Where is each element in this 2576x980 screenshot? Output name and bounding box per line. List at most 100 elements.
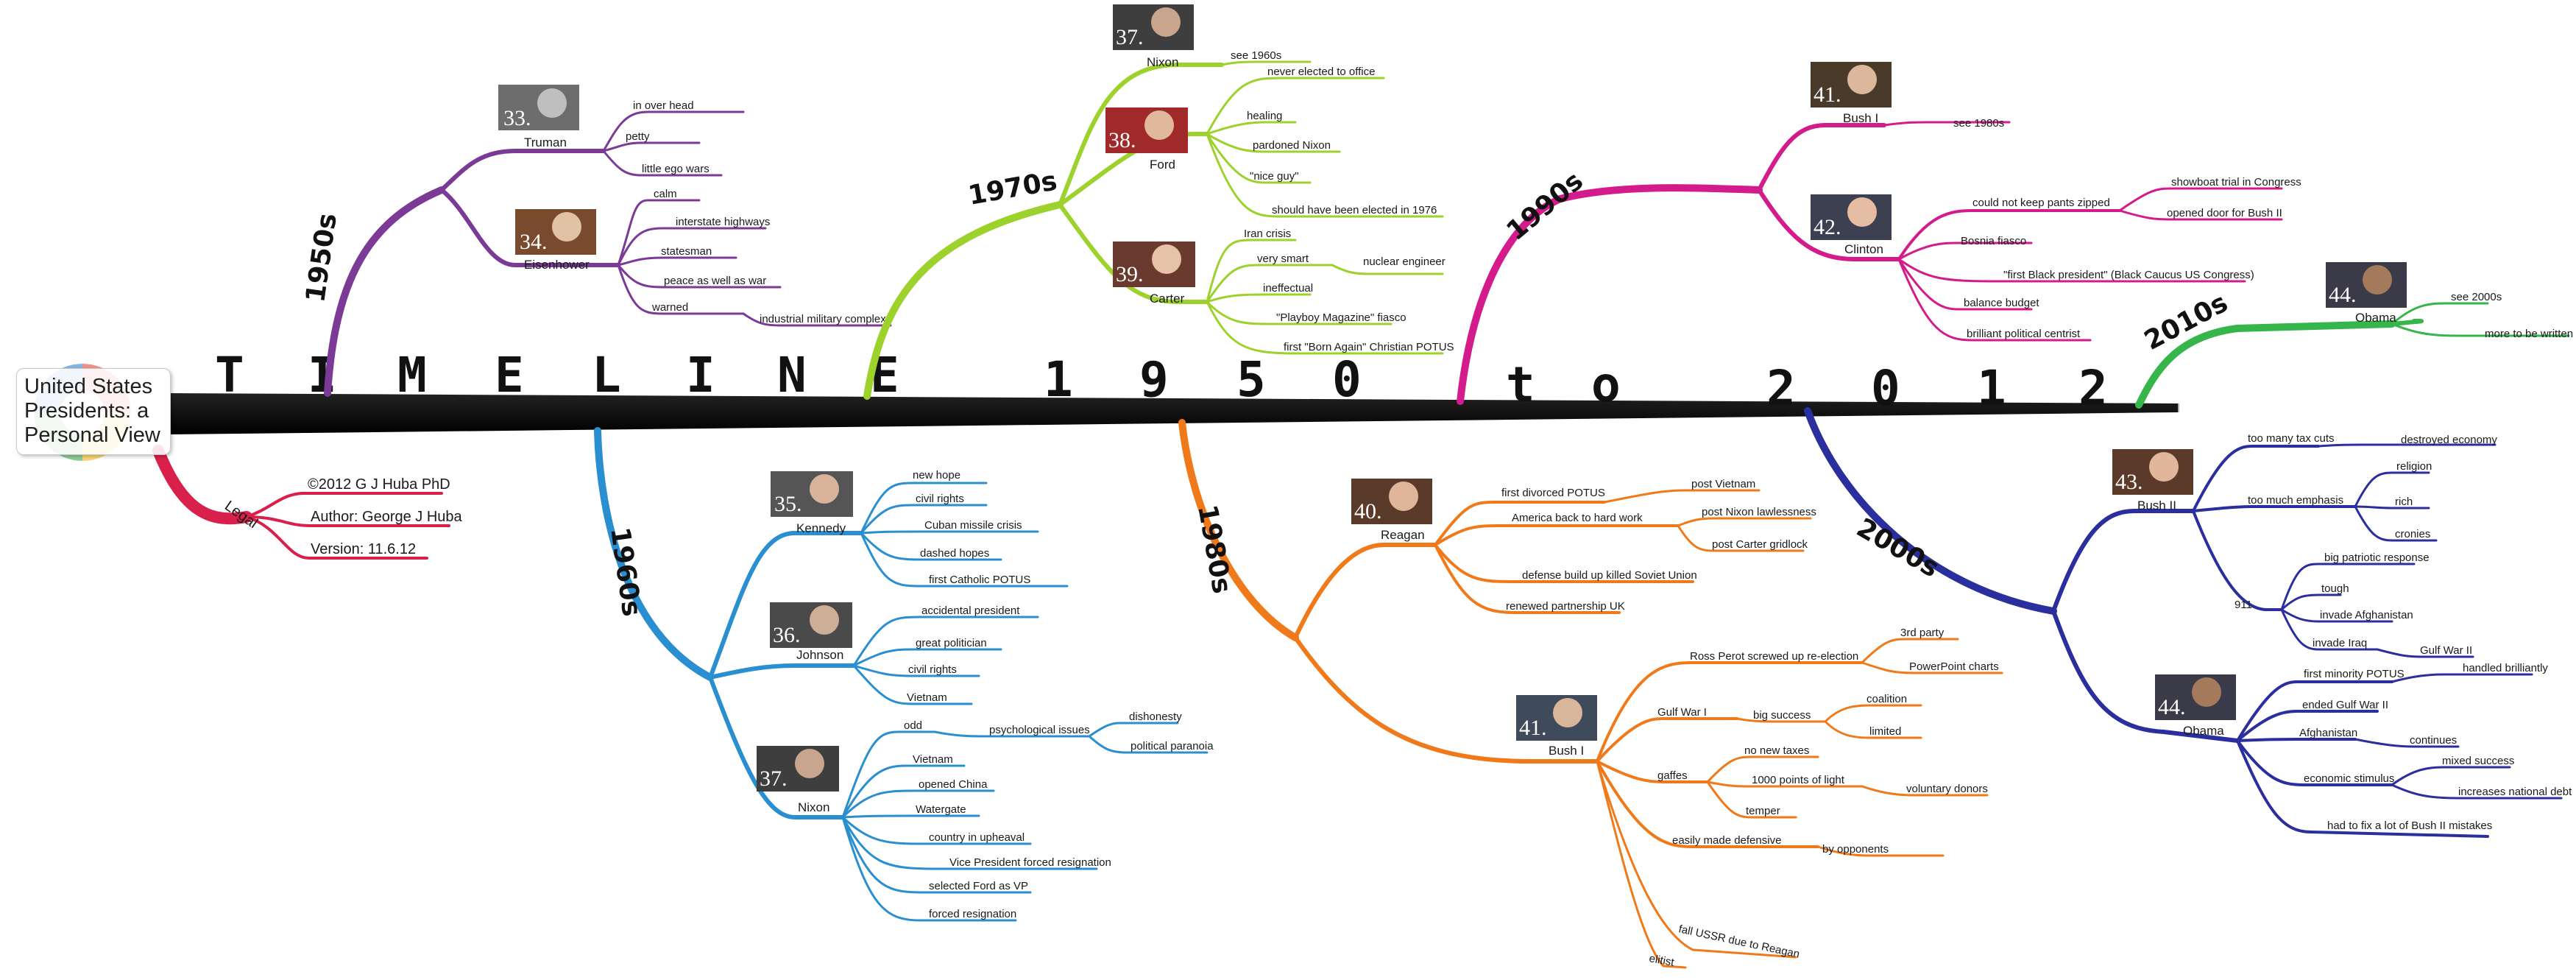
node-text: see 1980s: [1953, 117, 2004, 130]
portrait-number: 43.: [2115, 470, 2143, 494]
node-text: "Playboy Magazine" fiasco: [1276, 311, 1406, 324]
timeline-letter: M: [397, 347, 427, 403]
portrait-number: 34.: [520, 230, 548, 254]
president-name: Obama: [2355, 311, 2396, 325]
node-text: 3rd party: [1900, 627, 1945, 639]
portrait-number: 36.: [773, 623, 801, 647]
node-text: interstate highways: [676, 216, 770, 228]
timeline-letter: 2: [2078, 360, 2108, 417]
node-text: Watergate: [916, 803, 966, 816]
node-text: big patriotic response: [2324, 551, 2430, 564]
portrait-obama-2000s: 44.: [2155, 674, 2236, 720]
node-text: nuclear engineer: [1363, 255, 1446, 268]
president-name: Bush I: [1549, 744, 1584, 758]
president-name: Bush II: [2137, 498, 2176, 512]
node-text: handled brilliantly: [2463, 662, 2548, 674]
central-topic-line: United States: [24, 375, 153, 398]
president-name: Kennedy: [796, 521, 846, 535]
portrait-number: 33.: [503, 106, 531, 130]
node-text: selected Ford as VP: [929, 880, 1028, 892]
node-text: in over head: [633, 99, 694, 112]
timeline-letter: L: [592, 347, 621, 403]
president-name: Eisenhower: [524, 258, 590, 272]
node-text: little ego wars: [642, 163, 710, 175]
legal-author: Author: George J Huba: [311, 509, 463, 525]
node-text: fall USSR due to Reagan: [1677, 923, 1800, 960]
node-text: psychological issues: [989, 724, 1090, 736]
portrait-bush-ii: 43.: [2112, 449, 2193, 495]
branch-1980s: [1178, 419, 2003, 969]
node-text: forced resignation: [929, 908, 1016, 920]
branch-1950s: [324, 110, 892, 397]
node-text: brilliant political centrist: [1967, 328, 2081, 340]
node-text: continues: [2410, 734, 2457, 747]
node-text: peace as well as war: [664, 275, 766, 287]
legal-label: Legal: [222, 498, 261, 532]
node-text: statesman: [661, 245, 712, 258]
node-text: opened China: [919, 778, 988, 791]
central-topic-line: Presidents: a: [24, 399, 149, 423]
timeline-letter: 9: [1139, 351, 1169, 408]
node-text: more to be written: [2485, 328, 2573, 340]
node-text: petty: [626, 130, 650, 143]
timeline-letter: N: [777, 347, 807, 403]
portrait-ford: 38.: [1105, 107, 1188, 153]
node-text: Cuban missile crisis: [924, 519, 1022, 532]
node-text: economic stimulus: [2304, 772, 2394, 785]
node-text: Vietnam: [913, 753, 953, 766]
node-text: balance budget: [1964, 297, 2039, 309]
node-text: tough: [2321, 582, 2349, 595]
portrait-number: 41.: [1519, 716, 1547, 740]
node-text: very smart: [1257, 253, 1309, 265]
decade-label-1960s: 1960s: [604, 526, 647, 618]
node-text: had to fix a lot of Bush II mistakes: [2327, 819, 2492, 832]
timeline-letter: 1: [1044, 351, 1073, 408]
president-name: Carter: [1150, 292, 1185, 306]
node-text: warned: [651, 301, 688, 314]
node-text: first divorced POTUS: [1501, 487, 1605, 499]
portrait-truman: 33.: [498, 85, 579, 130]
node-text: too much emphasis: [2248, 494, 2343, 507]
portrait-number: 39.: [1116, 262, 1144, 286]
node-text: odd: [904, 719, 922, 732]
president-name: Ford: [1150, 158, 1175, 172]
node-text: PowerPoint charts: [1909, 660, 1999, 673]
node-text: could not keep pants zipped: [1972, 197, 2110, 209]
portrait-number: 42.: [1814, 215, 1841, 239]
node-text: voluntary donors: [1906, 783, 1988, 795]
decade-label-1970s: 1970s: [966, 166, 1059, 211]
decade-label-2000s: 2000s: [1852, 512, 1945, 583]
node-text: first Catholic POTUS: [929, 574, 1030, 586]
timeline-bar: [171, 393, 2179, 434]
node-text: Bosnia fiasco: [1961, 235, 2026, 247]
portrait-number: 44.: [2329, 283, 2357, 307]
node-text: cronies: [2395, 528, 2430, 540]
central-topic-line: Personal View: [24, 423, 160, 447]
node-text: first "Born Again" Christian POTUS: [1284, 341, 1454, 353]
decade-label-1980s: 1980s: [1192, 502, 1236, 596]
node-text: religion: [2396, 460, 2432, 473]
node-text: defense build up killed Soviet Union: [1522, 569, 1697, 582]
node-text: America back to hard work: [1512, 512, 1643, 524]
branch-1990s: [1457, 121, 2283, 405]
branch-1960s: [594, 427, 1209, 922]
node-text: Iran crisis: [1244, 228, 1291, 240]
portrait-johnson: 36.: [770, 602, 852, 648]
node-text: Gulf War I: [1657, 706, 1707, 719]
timeline-letter: T: [215, 347, 244, 403]
node-text: first minority POTUS: [2304, 668, 2405, 680]
node-text: see 1960s: [1231, 49, 1281, 62]
node-text: renewed partnership UK: [1506, 600, 1625, 613]
president-name: Truman: [524, 135, 567, 149]
portrait-carter: 39.: [1113, 242, 1195, 287]
president-name: Reagan: [1381, 528, 1425, 542]
central-topic-box[interactable]: United States Presidents: a Personal Vie…: [16, 368, 171, 455]
node-text: temper: [1746, 805, 1780, 817]
portrait-number: 37.: [760, 766, 788, 791]
node-text: pardoned Nixon: [1253, 139, 1331, 152]
node-text: 911: [2234, 599, 2252, 611]
node-text: dishonesty: [1129, 711, 1182, 723]
timeline-letter: 0: [1332, 351, 1362, 408]
portrait-nixon-1960s: 37.: [757, 746, 839, 792]
